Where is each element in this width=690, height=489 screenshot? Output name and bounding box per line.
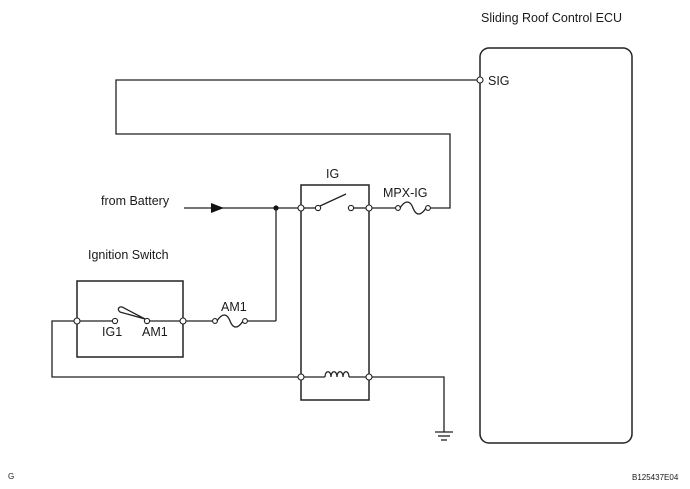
am1-fuse-icon xyxy=(216,314,244,328)
sig-wire xyxy=(115,79,478,209)
relay-contact-left xyxy=(314,204,322,212)
relay-terminal-top-right xyxy=(365,204,373,212)
mpx-ig-fuse-label: MPX-IG xyxy=(383,186,427,200)
am1-fuse-label: AM1 xyxy=(221,300,247,314)
mpx-ig-fuse-terminal-left xyxy=(395,205,401,211)
figure-id: B125437E04 xyxy=(632,473,679,482)
sig-terminal xyxy=(476,76,484,84)
relay-switch-blade xyxy=(319,193,347,207)
am1-contact xyxy=(143,317,151,325)
relay-terminal-bottom-right xyxy=(365,373,373,381)
ig-relay-label: IG xyxy=(326,167,339,181)
mpx-ig-fuse-icon xyxy=(399,201,427,215)
ig1-to-coil-wire xyxy=(51,320,298,378)
relay-contact-right xyxy=(347,204,355,212)
relay-terminal-bottom-left xyxy=(297,373,305,381)
am1-fuse-terminal-left xyxy=(212,318,218,324)
ig-relay-box xyxy=(300,184,370,401)
ig1-terminal-label: IG1 xyxy=(102,325,122,339)
ignition-terminal-right xyxy=(179,317,187,325)
relay-terminal-top-left xyxy=(297,204,305,212)
ignition-switch-label: Ignition Switch xyxy=(88,248,169,262)
sig-terminal-label: SIG xyxy=(488,74,510,88)
ignition-terminal-left xyxy=(73,317,81,325)
am1-terminal-label: AM1 xyxy=(142,325,168,339)
ig1-contact xyxy=(111,317,119,325)
ignition-switch-box xyxy=(76,280,184,358)
am1-fuse-terminal-right xyxy=(242,318,248,324)
ignition-switch-lever-icon xyxy=(117,306,146,320)
from-battery-label: from Battery xyxy=(101,194,170,208)
relay-coil-icon xyxy=(324,371,350,378)
corner-letter: G xyxy=(8,472,14,481)
battery-arrow-icon xyxy=(211,203,224,213)
mpx-ig-fuse-terminal-right xyxy=(425,205,431,211)
ecu-title: Sliding Roof Control ECU xyxy=(481,11,622,25)
ecu-box xyxy=(479,47,633,444)
ground-wire xyxy=(372,376,445,432)
